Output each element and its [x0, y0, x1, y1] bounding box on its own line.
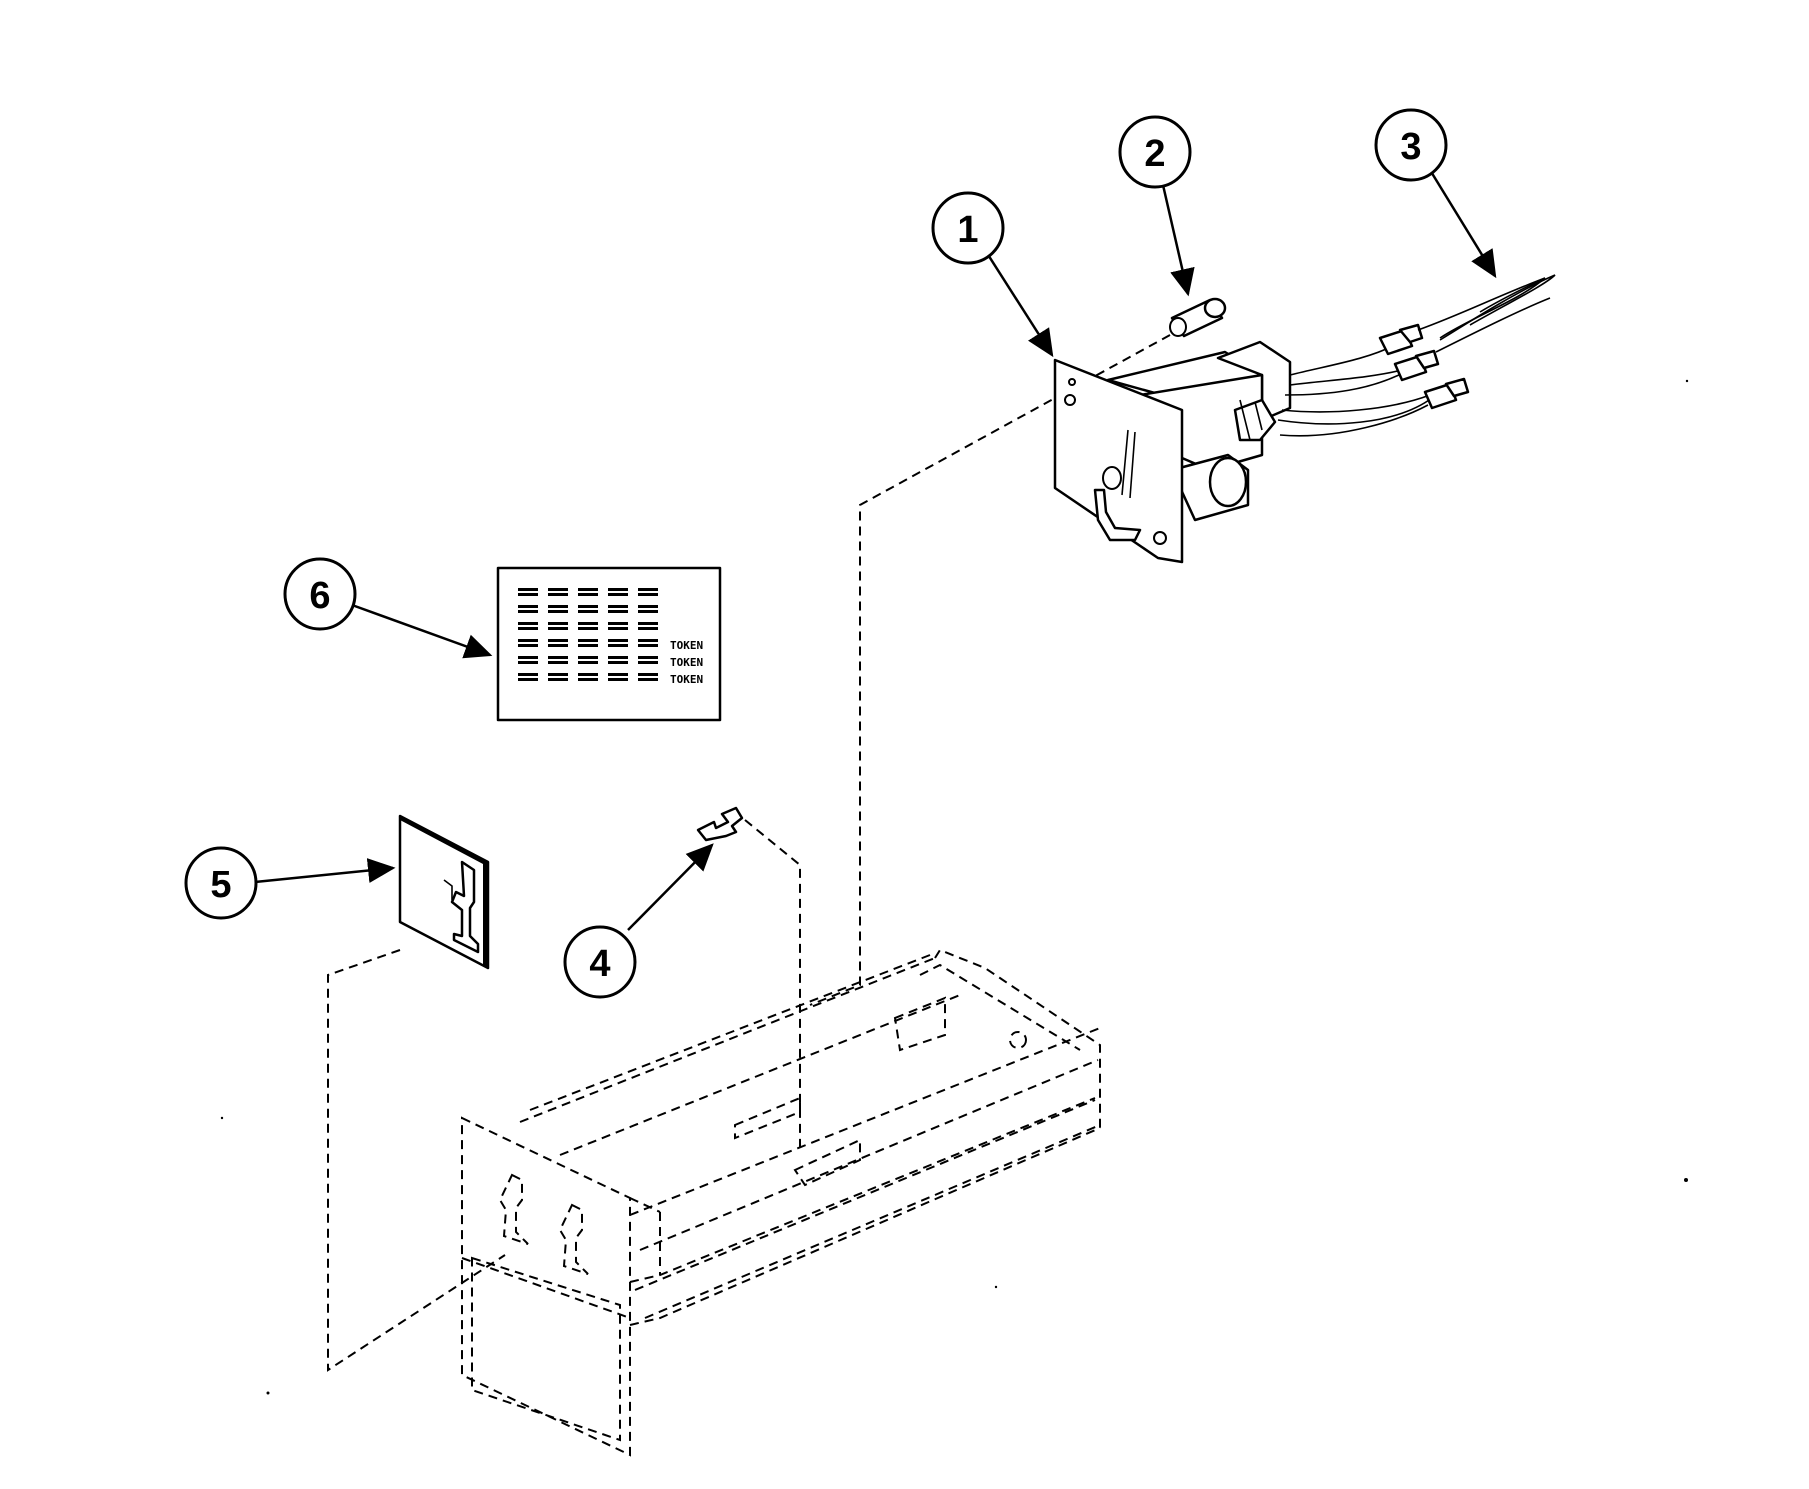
callout-3: 3	[1374, 108, 1448, 182]
leader-4	[627, 843, 714, 931]
decal-mark	[608, 605, 628, 608]
decal-mark	[638, 639, 658, 642]
decal-mark	[638, 661, 658, 664]
decal-mark	[578, 678, 598, 681]
decal-mark	[518, 678, 538, 681]
decal-mark	[578, 627, 598, 630]
decal-mark	[518, 593, 538, 596]
callout-4-label: 4	[589, 943, 610, 985]
decal-mark	[548, 622, 568, 625]
retaining-clip	[696, 806, 744, 842]
callout-6: 6	[283, 557, 357, 631]
callout-2: 2	[1118, 115, 1192, 189]
wire-harness	[1439, 274, 1556, 341]
coin-drawer-assembly	[461, 948, 1101, 1457]
decal-mark	[518, 627, 538, 630]
decal-mark	[638, 673, 658, 676]
decal-mark	[548, 627, 568, 630]
decal-mark	[548, 605, 568, 608]
decal-mark	[608, 610, 628, 613]
decal-mark	[608, 627, 628, 630]
decal-row-text: TOKEN	[670, 656, 703, 669]
decal-mark	[578, 593, 598, 596]
decal-mark	[578, 661, 598, 664]
decal-mark	[638, 605, 658, 608]
callout-1: 1	[931, 191, 1005, 265]
decal-mark	[518, 673, 538, 676]
decal-mark	[518, 605, 538, 608]
decal-mark	[518, 656, 538, 659]
decal-mark	[548, 656, 568, 659]
plug-cap	[1169, 297, 1227, 338]
decal-mark	[578, 673, 598, 676]
decal-mark	[518, 588, 538, 591]
scan-specks	[220, 379, 1689, 1395]
decal-mark	[608, 639, 628, 642]
decal-mark	[578, 610, 598, 613]
coin-slot-label	[398, 814, 490, 970]
decal-mark	[638, 622, 658, 625]
callout-3-label: 3	[1400, 126, 1421, 168]
decal-mark	[608, 661, 628, 664]
leader-lines	[254, 169, 1497, 931]
decal-mark	[578, 588, 598, 591]
callout-5-label: 5	[210, 864, 231, 906]
callout-4: 4	[563, 925, 637, 999]
leader-1	[983, 249, 1054, 358]
leader-5	[254, 858, 396, 884]
decal-mark	[518, 639, 538, 642]
decal-mark	[578, 644, 598, 647]
decal-mark	[608, 678, 628, 681]
decal-mark	[608, 656, 628, 659]
decal-mark	[638, 656, 658, 659]
callout-6-label: 6	[309, 575, 330, 617]
decal-mark	[578, 622, 598, 625]
decal-mark	[518, 610, 538, 613]
decal-mark	[638, 644, 658, 647]
decal-mark	[578, 656, 598, 659]
coin-mechanism	[1053, 277, 1551, 564]
assembly-guide-lines	[327, 334, 1171, 1372]
decal-mark	[548, 673, 568, 676]
callout-5: 5	[184, 846, 258, 920]
decal-mark	[608, 593, 628, 596]
price-decal: TOKEN TOKEN TOKEN	[496, 566, 722, 722]
decal-mark	[578, 605, 598, 608]
decal-mark	[638, 588, 658, 591]
decal-mark	[548, 593, 568, 596]
leader-2	[1161, 184, 1195, 297]
decal-row-text: TOKEN	[670, 673, 703, 686]
decal-mark	[578, 639, 598, 642]
leader-3	[1428, 169, 1497, 279]
decal-mark	[548, 610, 568, 613]
decal-mark	[548, 678, 568, 681]
decal-mark	[548, 588, 568, 591]
decal-mark	[518, 622, 538, 625]
decal-mark	[638, 610, 658, 613]
decal-mark	[638, 678, 658, 681]
decal-mark	[518, 644, 538, 647]
decal-marks: TOKEN TOKEN TOKEN	[518, 588, 703, 686]
decal-mark	[548, 639, 568, 642]
decal-mark	[608, 622, 628, 625]
decal-mark	[608, 673, 628, 676]
decal-mark	[638, 593, 658, 596]
decal-mark	[548, 644, 568, 647]
decal-mark	[518, 661, 538, 664]
decal-mark	[548, 661, 568, 664]
callout-1-label: 1	[957, 209, 978, 251]
decal-mark	[638, 627, 658, 630]
decal-row-text: TOKEN	[670, 639, 703, 652]
callout-2-label: 2	[1144, 133, 1165, 175]
leader-6	[351, 603, 493, 659]
decal-mark	[608, 588, 628, 591]
decal-mark	[608, 644, 628, 647]
